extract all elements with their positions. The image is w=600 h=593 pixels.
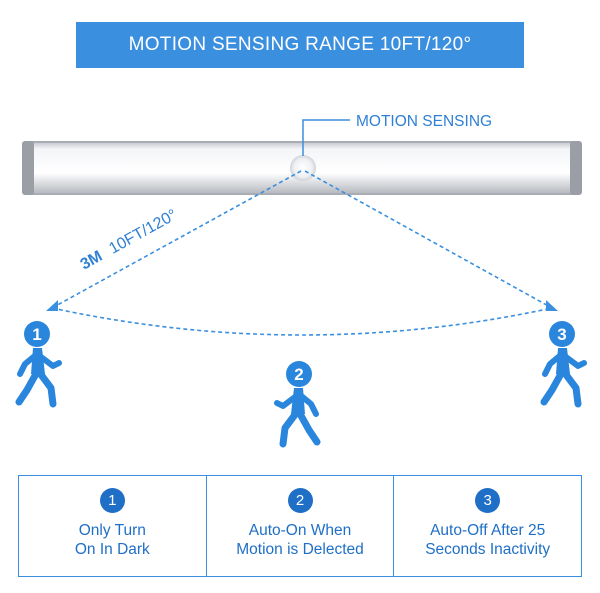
position-number: 2 — [294, 365, 303, 384]
range-arc — [51, 307, 553, 336]
motion-sensor-icon — [290, 155, 316, 181]
feature-text: Only Turn On In Dark — [74, 522, 150, 558]
sensor-label: MOTION SENSING — [356, 113, 492, 130]
range-line-left — [51, 170, 302, 309]
person-figures: 1 2 3 — [15, 321, 587, 448]
feature-3: 3 Auto-Off After 25 Seconds Inactivity — [393, 476, 581, 576]
person-icon-1: 1 — [15, 321, 62, 408]
feature-number-badge: 1 — [99, 488, 125, 513]
feature-text: Auto-On When Motion is Delected — [236, 522, 364, 558]
feature-text: Auto-Off After 25 Seconds Inactivity — [425, 522, 551, 558]
feature-panel: 1 Only Turn On In Dark 2 Auto-On When Mo… — [18, 475, 582, 577]
range-distance: 3M — [78, 248, 106, 274]
feature-number-badge: 2 — [287, 488, 313, 513]
motion-range-diagram: MOTION SENSING 3M 10FT/120° 1 2 3 — [15, 113, 587, 448]
range-spec: 10FT/120° — [106, 206, 180, 257]
light-bar — [22, 141, 582, 195]
range-line-right — [304, 170, 553, 309]
arrowhead-right-icon — [546, 300, 558, 311]
feature-number-badge: 3 — [475, 488, 501, 513]
range-label: 3M 10FT/120° — [78, 206, 180, 273]
position-number: 3 — [557, 325, 566, 344]
feature-1: 1 Only Turn On In Dark — [19, 476, 206, 576]
detection-range — [51, 170, 553, 336]
feature-2: 2 Auto-On When Motion is Delected — [205, 476, 394, 576]
arrowhead-left-icon — [46, 300, 58, 311]
person-icon-3: 3 — [540, 321, 587, 408]
sensor-callout-line — [302, 119, 350, 156]
banner-title: MOTION SENSING RANGE 10FT/120° — [128, 34, 472, 55]
person-icon-2: 2 — [274, 361, 321, 448]
position-number: 1 — [32, 325, 41, 344]
title-banner: MOTION SENSING RANGE 10FT/120° — [76, 22, 524, 68]
